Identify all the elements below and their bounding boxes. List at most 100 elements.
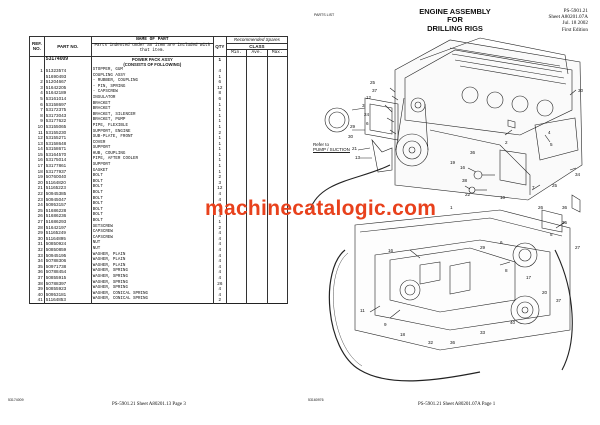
name-cell: - PIN, SPRING (90, 84, 214, 91)
callout-number: 37 (372, 88, 378, 93)
refer-note-line-2: PUMP / SUCTION (313, 147, 350, 153)
callout-number: 10 (500, 195, 506, 200)
spares-cell (266, 146, 289, 152)
name-cell: BRACKET, SILENCER (90, 112, 214, 119)
callout-number: 7 (532, 185, 535, 190)
parts-table: REF. NO. PART NO. NAME OF PART QTY Recom… (29, 36, 289, 304)
name-cell: STOPPER, GUM (90, 67, 214, 74)
assembly-name: POWER PACK ASSY (131, 56, 173, 62)
callout-number: 1 (450, 205, 453, 210)
callout-number: 29 (480, 245, 486, 250)
spares-cell (225, 297, 248, 304)
spares-cell (266, 112, 289, 119)
right-side-code: 53160976 (308, 398, 324, 402)
qty-header: QTY (212, 36, 227, 57)
spares-cell (266, 84, 289, 91)
callout-number: 11 (360, 308, 365, 313)
spares-cell (266, 196, 289, 203)
callout-number: 16 (388, 248, 394, 253)
name-cell: BOLT (90, 202, 214, 208)
callout-number: 36 (562, 205, 568, 210)
callout-number: 17 (526, 275, 532, 280)
spares-cell (266, 291, 289, 298)
callout-number: 3 (362, 103, 365, 108)
name-cell: NUT (90, 246, 214, 253)
callout-number: 37 (556, 298, 562, 303)
spares-cell (266, 168, 289, 175)
name-cell: WASHER, SPRING (90, 280, 214, 287)
name-cell: CAPSCREW (90, 230, 214, 236)
parts-list-label: PARTS LIST (314, 13, 335, 17)
assembly-qty: 1 (212, 56, 227, 68)
spares-cell (266, 241, 289, 247)
callout-number: 24 (364, 112, 370, 117)
spares-cell (266, 246, 289, 253)
assembly-row: 53174009 POWER PACK ASSY (CONSISTS OF FO… (29, 56, 289, 68)
spares-cell (266, 151, 289, 158)
spares-cell (266, 269, 289, 275)
name-cell: CAPSCREW (90, 235, 214, 242)
name-cell: HUB, COUPLING (90, 151, 214, 158)
right-footer: PS-5901.21 Sheet A80201.07A Page 1 (418, 402, 496, 407)
name-cell: WASHER, SPRING (90, 269, 214, 275)
name-cell: INSULATOR (90, 95, 214, 102)
engine-exploded-diagram (309, 37, 583, 382)
name-cell: BRACKET (90, 107, 214, 113)
name-cell: GASKET (90, 168, 214, 175)
refer-note-line-1: Refer to (313, 142, 330, 147)
callout-number: 30 (578, 88, 584, 93)
name-cell: BOLT (90, 213, 214, 219)
recommended-spares-header: Recommended Spares (225, 36, 289, 44)
name-cell: BOLT (90, 179, 214, 186)
spares-cell (266, 67, 289, 74)
callout-number: 8 (505, 268, 508, 273)
title-line-2: FOR (447, 15, 463, 25)
name-cell: COUPLING ASSY (90, 73, 214, 80)
name-cell: BOLT (90, 185, 214, 192)
callout-number: 25 (552, 183, 558, 188)
name-cell: PIPE, AFTER COOLER (90, 157, 214, 164)
right-page: PARTS LIST ENGINE ASSEMBLY FOR DRILLING … (300, 0, 600, 425)
callout-number: 13 (355, 155, 361, 160)
spares-cell (266, 297, 289, 304)
spares-cell (266, 179, 289, 186)
callout-number: 2 (505, 140, 508, 145)
left-footer: PS-5901.21 Sheet A80201.13 Page 3 (112, 402, 186, 407)
qty-cell: 2 (212, 297, 227, 304)
max-header: Max. (266, 49, 289, 57)
spares-cell (266, 202, 289, 208)
edition: First Edition (561, 26, 588, 33)
spares-cell (266, 123, 289, 130)
name-cell: WASHER, CONICAL SPRING (90, 291, 214, 298)
callout-number: 30 (348, 134, 354, 139)
spares-cell (266, 90, 289, 96)
name-cell: PIPE, FLEXIBLE (90, 123, 214, 130)
name-cell: BOLT (90, 207, 214, 214)
name-cell: BOLT (90, 174, 214, 180)
callout-number: 29 (350, 124, 356, 129)
